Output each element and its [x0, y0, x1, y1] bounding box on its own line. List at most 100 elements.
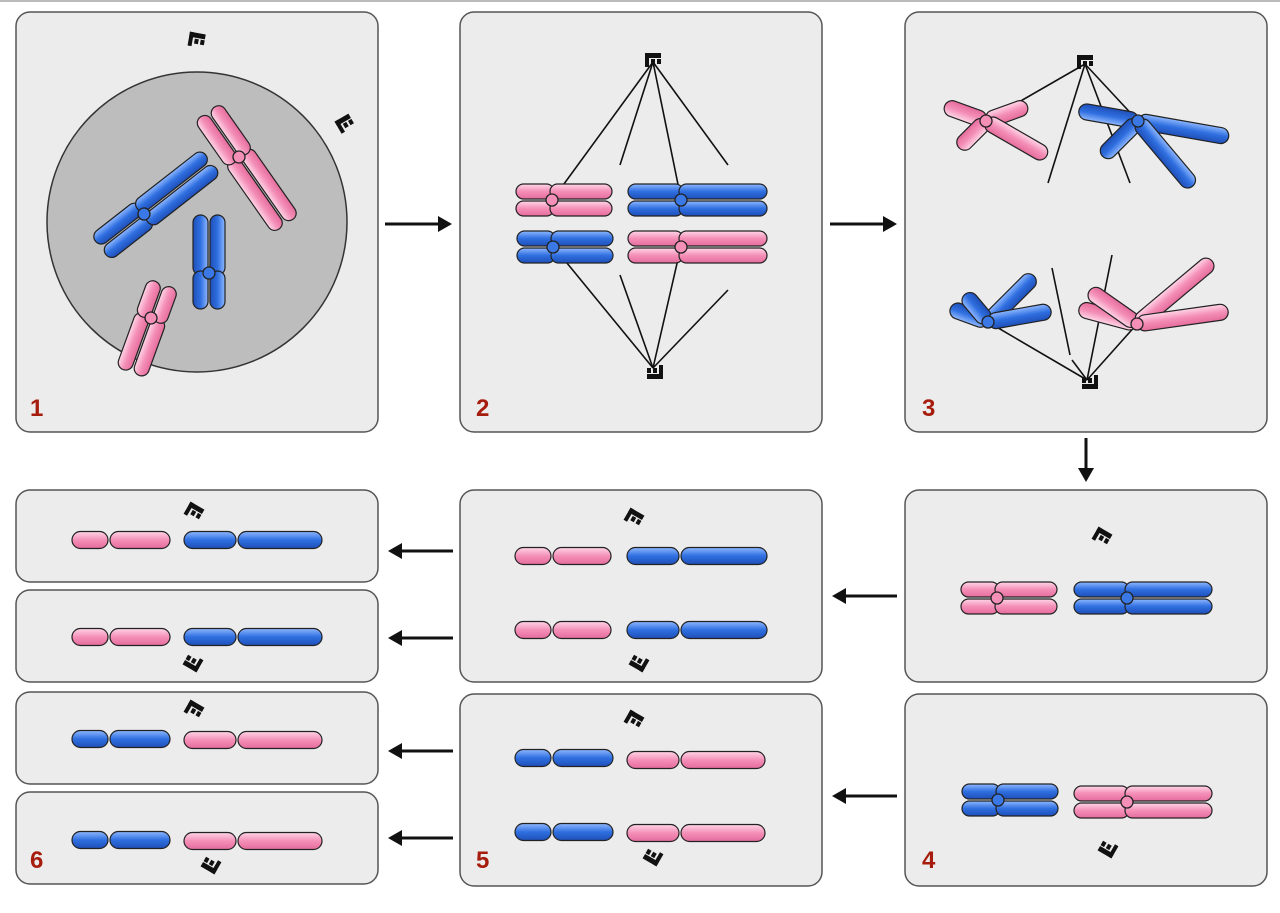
- spindle-fiber: [552, 245, 654, 369]
- chromatid-arm: [552, 748, 614, 768]
- arrow-head: [832, 788, 846, 804]
- chromatid-arm: [680, 546, 768, 566]
- chromosome-blue-long: [93, 151, 219, 259]
- chromatid-arm: [1124, 785, 1213, 802]
- chromatid-arm: [678, 247, 768, 264]
- centromere: [979, 114, 993, 128]
- chromatid-arm: [514, 822, 552, 842]
- centromere: [1130, 317, 1144, 331]
- arrows: [385, 216, 1094, 846]
- arrow-icon: [832, 788, 897, 804]
- chromatid-blue: [183, 530, 323, 550]
- spindle-fiber: [652, 245, 682, 369]
- step-label-3: 3: [922, 395, 935, 422]
- chromatid-arm: [514, 620, 552, 640]
- chromatid-blue: [71, 729, 171, 749]
- chromosome-pink-long: [627, 230, 768, 264]
- step-label-2: 2: [476, 395, 489, 422]
- chromatid-arm: [109, 830, 171, 850]
- chromosome-blue-short: [516, 230, 614, 264]
- step-label-6: 6: [30, 847, 43, 874]
- chromatid-arm: [626, 750, 680, 770]
- arrow-icon: [832, 588, 897, 604]
- spindle-fiber: [987, 321, 1088, 381]
- arrow-head: [388, 630, 402, 646]
- arrow-head: [438, 216, 452, 232]
- chromatid-arm: [627, 230, 684, 247]
- panel-3-content: [943, 55, 1230, 389]
- chromosome-pink-long: [1078, 257, 1229, 332]
- arrow-icon: [388, 630, 453, 646]
- chromatid-arm: [1073, 802, 1130, 819]
- chromatid-arm: [678, 183, 768, 200]
- chromatid-pink: [514, 546, 612, 566]
- chromatid-arm: [71, 627, 109, 647]
- chromatid-arm: [1073, 581, 1130, 598]
- chromatid-arm: [196, 114, 237, 166]
- chromatid-arm: [145, 164, 219, 226]
- panel-2-content: [515, 53, 768, 379]
- chromosome-blue-long: [627, 183, 768, 217]
- chromatid-arm: [1124, 802, 1213, 819]
- arrow-icon: [388, 743, 453, 759]
- panel-3: [904, 11, 1268, 433]
- panel-5-content: [514, 507, 768, 867]
- arrow-head: [388, 543, 402, 559]
- chromosome-blue-short: [192, 214, 226, 310]
- chromatid-arm: [995, 783, 1059, 800]
- chromatid-arm: [237, 730, 323, 750]
- chromatid-arm: [680, 750, 766, 770]
- chromatid-arm: [552, 546, 612, 566]
- chromatid-arm: [1073, 785, 1130, 802]
- arrow-head: [388, 743, 402, 759]
- chromatid-blue: [626, 546, 768, 566]
- spindle-fiber: [1086, 323, 1138, 381]
- chromatid-arm: [550, 247, 614, 264]
- chromosome-pink-short: [117, 280, 177, 377]
- chromatid-arm: [994, 598, 1058, 615]
- panel-6-content: [71, 501, 323, 875]
- arrow-head: [1078, 468, 1094, 482]
- chromatid-arm: [514, 748, 552, 768]
- chromatid-arm: [109, 530, 171, 550]
- step-label-5: 5: [476, 847, 489, 874]
- centromere: [1131, 114, 1145, 128]
- step-label-1: 1: [30, 395, 43, 422]
- centromere: [991, 793, 1005, 807]
- centromere: [232, 150, 246, 164]
- chromatid-arm: [678, 200, 768, 217]
- spindle-fiber: [552, 61, 654, 200]
- arrow-icon: [1078, 438, 1094, 482]
- arrow-head: [883, 216, 897, 232]
- centromere: [545, 193, 559, 207]
- chromosome-pink-short: [943, 100, 1049, 161]
- chromatid-arm: [183, 530, 237, 550]
- spindle-fiber: [1071, 359, 1088, 381]
- chromatid-arm: [183, 730, 237, 750]
- chromatid-arm: [135, 151, 208, 213]
- chromosome-pink-long: [1073, 785, 1213, 819]
- chromatid-arm: [1124, 581, 1213, 598]
- centromere: [981, 315, 995, 329]
- chromatid-arm: [71, 530, 109, 550]
- chromatid-pink: [71, 530, 171, 550]
- chromatid-arm: [1073, 598, 1130, 615]
- arrow-head: [832, 588, 846, 604]
- centromere: [1120, 591, 1134, 605]
- chromatid-arm: [109, 729, 171, 749]
- chromosome-blue-long: [1078, 103, 1230, 189]
- chromatid-arm: [549, 200, 613, 217]
- chromatid-arm: [210, 105, 251, 156]
- chromosome-pink-short: [960, 581, 1058, 615]
- centromere: [137, 207, 151, 221]
- chromatid-arm: [183, 627, 237, 647]
- chromatid-pink: [626, 823, 766, 843]
- chromatid-arm: [71, 729, 109, 749]
- chromatid-arm: [209, 270, 226, 310]
- chromatid-arm: [152, 286, 177, 324]
- chromatid-arm: [627, 183, 684, 200]
- chromosome-blue-long: [93, 151, 219, 259]
- chromatid-arm: [136, 280, 161, 319]
- centromere: [674, 193, 688, 207]
- chromatid-arm: [552, 822, 614, 842]
